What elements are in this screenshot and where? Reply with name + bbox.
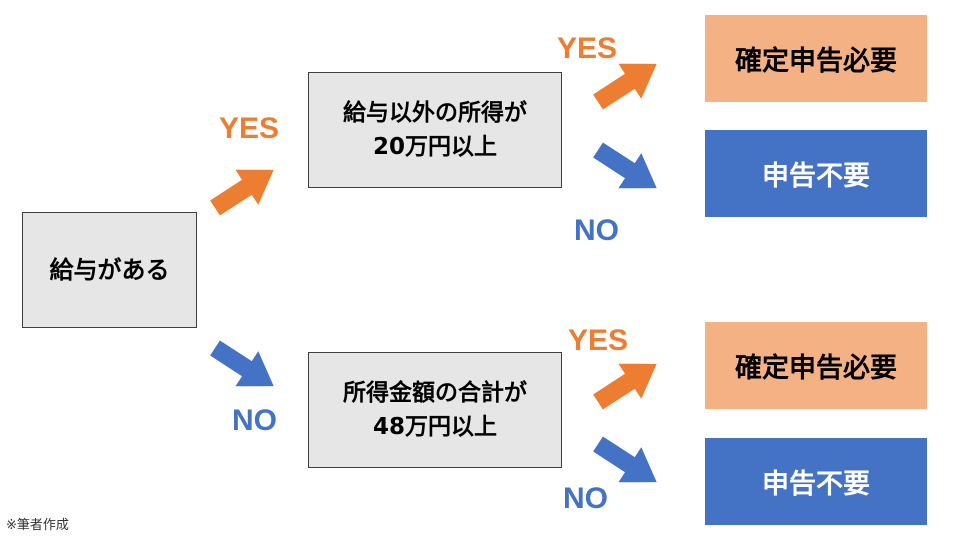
no-label-q2-not-required: NO (563, 482, 608, 515)
result-filing-required-1: 確定申告必要 (705, 15, 927, 102)
result-1-label: 確定申告必要 (735, 46, 897, 77)
result-not-required-2: 申告不要 (705, 438, 927, 525)
result-2-label: 申告不要 (762, 161, 870, 192)
question-2-line-2: 48万円以上 (372, 414, 497, 440)
yes-label-start-q1: YES (219, 112, 280, 145)
arrow-no-q1-to-not-required (586, 132, 669, 206)
yes-label-q2-required: YES (568, 324, 629, 357)
result-4-label: 申告不要 (762, 469, 870, 500)
start-node-label: 給与がある (49, 256, 170, 284)
question-2-line-1: 所得金額の合計が (343, 380, 527, 406)
yes-label-q1-required: YES (557, 32, 618, 65)
arrow-yes-start-to-q1 (203, 152, 286, 226)
result-not-required-1: 申告不要 (705, 130, 927, 217)
start-node: 給与がある (22, 212, 197, 328)
source-note: ※筆者作成 (6, 518, 69, 533)
result-filing-required-2: 確定申告必要 (705, 322, 927, 409)
result-3-label: 確定申告必要 (735, 353, 897, 384)
question-node-other-income: 給与以外の所得が 20万円以上 (308, 72, 562, 188)
no-label-q1-not-required: NO (574, 214, 619, 247)
arrow-no-start-to-q2 (203, 330, 286, 404)
question-1-line-1: 給与以外の所得が (343, 100, 527, 126)
question-1-line-2: 20万円以上 (372, 134, 497, 160)
question-node-total-income: 所得金額の合計が 48万円以上 (308, 352, 562, 468)
no-label-start-q2: NO (232, 404, 277, 437)
